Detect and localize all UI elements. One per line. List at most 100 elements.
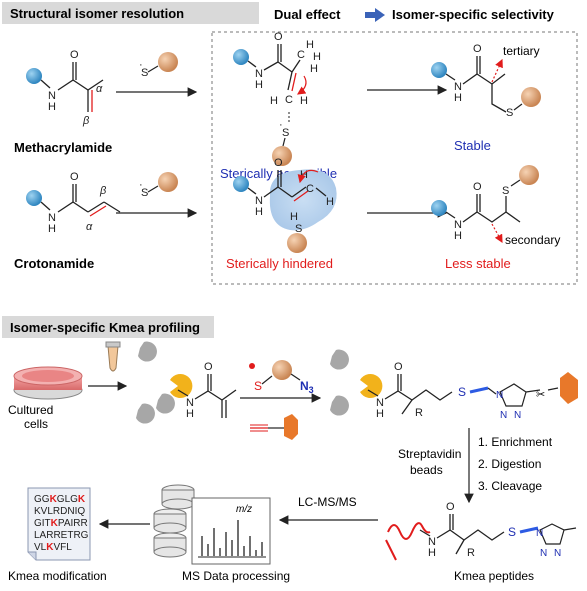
alpha-label: α <box>96 83 103 95</box>
sequence-segment: VL <box>34 542 47 553</box>
sequence-segment: GIT <box>34 518 51 529</box>
svg-text:S: S <box>458 385 466 399</box>
svg-text:S: S <box>141 67 148 79</box>
svg-text:O: O <box>446 501 455 513</box>
svg-text:N: N <box>48 212 56 224</box>
svg-text:S: S <box>254 379 262 393</box>
svg-text:O: O <box>70 49 79 61</box>
stable-product: N H O S tertiary <box>431 43 541 119</box>
svg-text:N: N <box>48 90 56 102</box>
svg-text:H: H <box>454 230 462 242</box>
thiol-radical-reagent-2: S · <box>139 172 178 199</box>
svg-text:S: S <box>282 127 289 139</box>
modified-lysine: K <box>50 494 58 505</box>
ms-processing-label: MS Data processing <box>182 569 290 583</box>
svg-text:N: N <box>540 548 547 559</box>
svg-text:H: H <box>454 92 462 104</box>
svg-text:H: H <box>48 101 56 113</box>
selectivity-label: Isomer-specific selectivity <box>392 7 555 22</box>
alkyne-tag-reagent <box>250 414 298 440</box>
svg-text:O: O <box>394 361 403 373</box>
svg-text:O: O <box>204 361 213 373</box>
svg-text:H: H <box>270 95 278 107</box>
svg-text:α: α <box>86 221 93 233</box>
svg-text:N: N <box>496 390 503 401</box>
sequence-segment: KVLRDNIQ <box>34 506 85 517</box>
sterically-hindered-label: Sterically hindered <box>226 256 333 271</box>
svg-text:N: N <box>514 410 521 421</box>
svg-text:H: H <box>310 63 318 75</box>
svg-text:m/z: m/z <box>236 504 252 515</box>
svg-text:H: H <box>48 223 56 235</box>
labeled-protein-adduct: N H O R S N N N ✂ <box>330 349 578 421</box>
svg-text:H: H <box>313 51 321 63</box>
modified-lysine: K <box>78 494 86 505</box>
svg-text:·: · <box>139 179 143 191</box>
svg-text:N: N <box>376 397 384 409</box>
svg-text:H: H <box>306 39 314 51</box>
sequence-line: VLKVFL <box>34 542 72 553</box>
svg-text:·: · <box>139 59 143 71</box>
svg-text:R: R <box>415 407 423 419</box>
protein-pool <box>136 341 193 424</box>
svg-text:H: H <box>255 79 263 91</box>
stable-label: Stable <box>454 138 491 153</box>
svg-text:N: N <box>454 81 462 93</box>
triazole-ring: N N N <box>496 383 527 421</box>
svg-text:S: S <box>295 223 302 235</box>
svg-text:H: H <box>326 196 334 208</box>
dual-effect-arrow <box>365 8 385 22</box>
svg-text:H: H <box>428 547 436 559</box>
modified-lysine: K <box>51 518 59 529</box>
sequence-segment: VFL <box>53 542 72 553</box>
beads-label: beads <box>410 463 443 477</box>
lcms-label: LC-MS/MS <box>298 495 357 509</box>
sequence-segment: GLG <box>57 494 78 505</box>
server-stack-icon <box>153 484 195 558</box>
sequence-line: KVLRDNIQ <box>34 506 85 517</box>
sequence-segment: LARRETRG <box>34 530 89 541</box>
svg-text:S: S <box>141 187 148 199</box>
svg-text:O: O <box>70 171 79 183</box>
cleavage-scissors-icon: ✂ <box>536 389 545 401</box>
svg-text:S: S <box>502 185 509 197</box>
svg-text:β: β <box>99 185 107 197</box>
svg-text:N: N <box>454 219 462 231</box>
less-stable-product: N H O S secondary <box>431 165 560 247</box>
target-protein-pocket <box>170 374 193 398</box>
svg-text:N: N <box>536 528 543 539</box>
dual-effect-box <box>211 31 578 285</box>
cells-label: cells <box>24 417 48 431</box>
crotonamide-name: Crotonamide <box>14 256 94 271</box>
dual-effect-label: Dual effect <box>274 7 341 22</box>
svg-text:H: H <box>186 408 194 420</box>
kmea-modification-label: Kmea modification <box>8 569 107 583</box>
svg-text:O: O <box>274 157 283 169</box>
sequence-segment: PAIRR <box>58 518 88 529</box>
svg-text:O: O <box>473 181 482 193</box>
hindered-intermediate: N H O C H H H S <box>233 157 337 253</box>
svg-text:N: N <box>554 548 561 559</box>
thiol-radical-reagent-1: S · <box>139 52 178 79</box>
tertiary-label: tertiary <box>503 44 540 58</box>
section2-header: Isomer-specific Kmea profiling <box>10 320 200 335</box>
methacrylamide-probe-site: N H O <box>177 361 237 420</box>
sequence-line: LARRETRG <box>34 530 89 541</box>
svg-text:S: S <box>508 525 516 539</box>
sequence-line: GGKGLGK <box>34 494 86 505</box>
beta-label: β <box>82 115 90 127</box>
svg-text:S: S <box>506 107 513 119</box>
svg-text:H: H <box>376 408 384 420</box>
thiol-azide-probe: S N3 <box>249 360 314 395</box>
crotonamide-structure: N H O α β <box>26 171 121 235</box>
svg-text:O: O <box>473 43 482 55</box>
svg-text:C: C <box>306 183 314 195</box>
svg-text:N3: N3 <box>300 379 314 395</box>
svg-text:C: C <box>297 49 305 61</box>
step-digestion: 2. Digestion <box>478 457 541 471</box>
kmea-peptides-label: Kmea peptides <box>454 569 534 583</box>
svg-text:H: H <box>255 206 263 218</box>
step-enrichment: 1. Enrichment <box>478 435 553 449</box>
pipette-tube-icon <box>105 341 121 372</box>
